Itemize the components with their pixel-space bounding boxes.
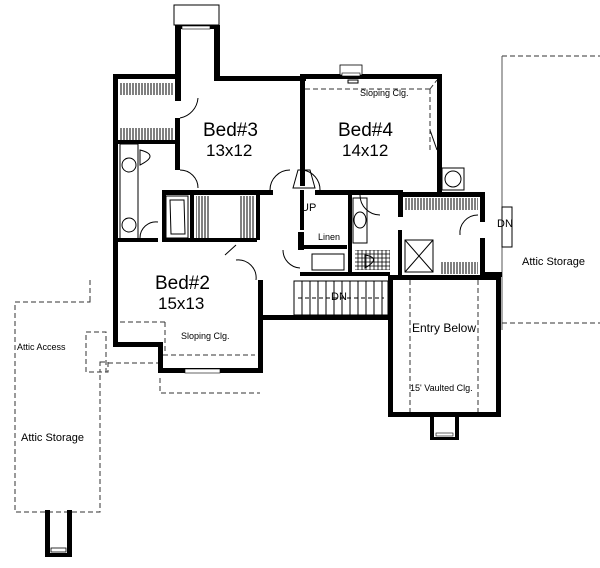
bed3-window-bay <box>173 4 306 101</box>
chimney-left <box>45 510 72 557</box>
label-linen: Linen <box>318 232 341 242</box>
label-attic-storage-right: Attic Storage <box>522 256 585 268</box>
label-attic-access: Attic Access <box>17 342 66 352</box>
attic-outline-left <box>14 280 260 513</box>
stairs-down <box>293 280 389 316</box>
label-attic-storage-left: Attic Storage <box>21 432 84 444</box>
bath-fixtures <box>119 79 434 273</box>
label-vaulted-ceiling: 15' Vaulted Clg. <box>410 383 473 393</box>
room-dims-bed2: 15x13 <box>158 294 205 313</box>
room-dims-bed4: 14x12 <box>342 141 389 160</box>
room-dims-bed3: 13x12 <box>206 141 253 160</box>
attic-outline-right <box>501 55 600 330</box>
room-name-bed2: Bed#2 <box>155 273 210 294</box>
label-attic-down: DN <box>497 218 513 230</box>
room-name-bed3: Bed#3 <box>203 120 258 141</box>
ceiling-lines <box>120 79 479 412</box>
label-bed2-sloping-ceiling: Sloping Clg. <box>181 331 230 341</box>
closet-shelving <box>119 83 478 274</box>
outer-walls <box>113 64 502 440</box>
interior-walls <box>113 118 403 276</box>
label-bed4-sloping-ceiling: Sloping Clg. <box>360 88 409 98</box>
doors <box>139 97 479 281</box>
label-entry-below: Entry Below <box>412 321 477 335</box>
label-stairs-up: UP <box>301 202 317 214</box>
label-stairs-down: DN <box>331 291 347 303</box>
room-name-bed4: Bed#4 <box>338 120 393 141</box>
